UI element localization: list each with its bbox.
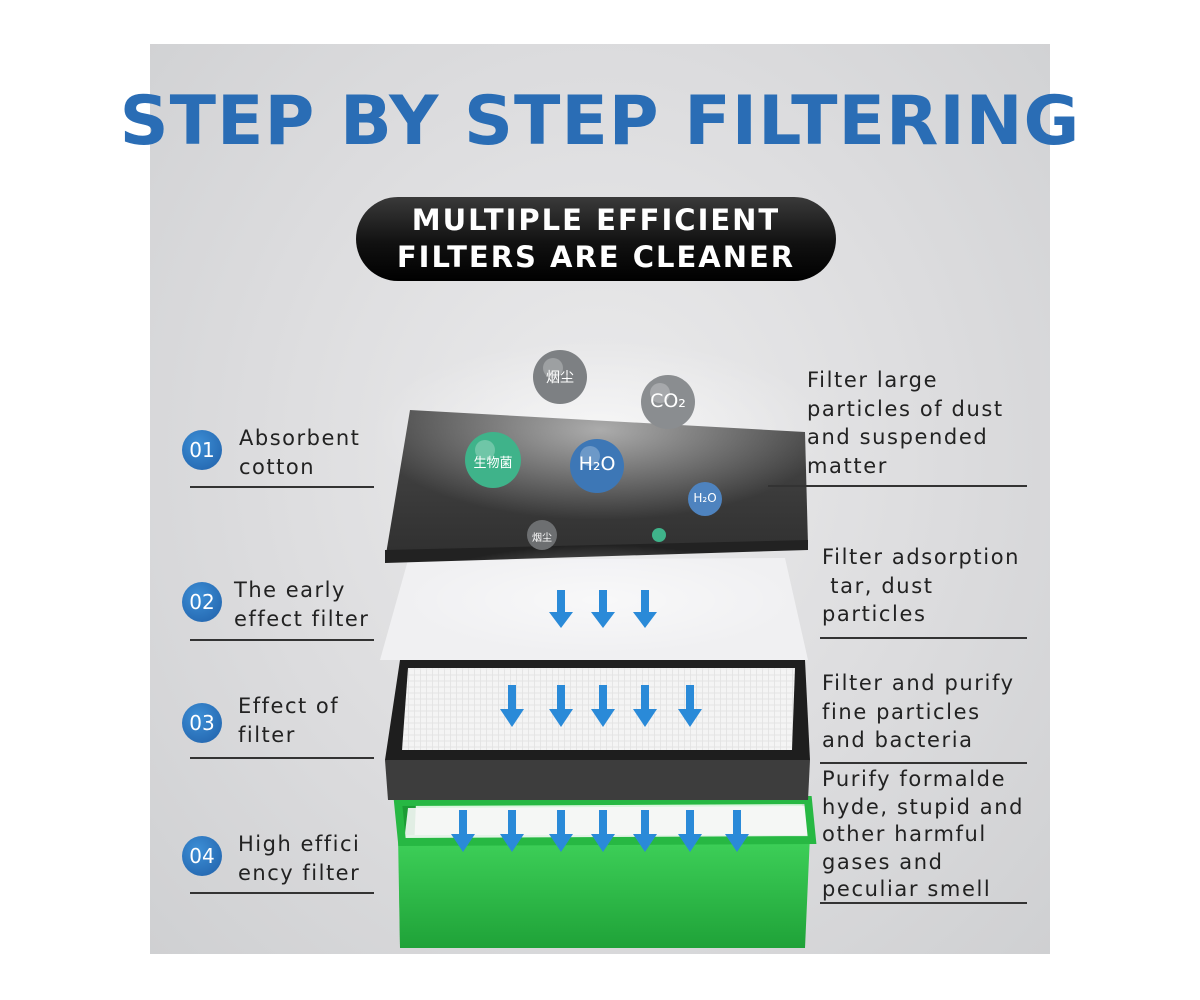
arrow-row-3: [500, 685, 702, 727]
layer-4-pointer-line: [820, 902, 1027, 904]
molecule-water-label: H₂O: [578, 453, 616, 475]
step-number-badge: 03: [182, 703, 222, 743]
layer-3-underline: [190, 757, 374, 759]
molecule-bacteria-label: 生物菌: [473, 456, 513, 471]
layer-3-pointer-line: [820, 762, 1027, 764]
layer-4-hepa-filter: [393, 795, 817, 948]
step-number-badge: 04: [182, 836, 222, 876]
layer-2-description: Filter adsorption tar, dust particles: [822, 545, 1021, 626]
airflow-arrows: [451, 590, 749, 852]
subtitle-badge: [356, 197, 836, 281]
page-title: STEP BY STEP FILTERING: [119, 82, 1081, 161]
molecule-smoke-label: 烟尘: [546, 370, 574, 386]
step-number-badge: 02: [182, 582, 222, 622]
molecule-co2-label: CO₂: [650, 390, 686, 412]
layer-2-pointer-line: [820, 637, 1027, 639]
molecule-smoke-small-label: 烟尘: [532, 533, 552, 544]
layer-2-underline: [190, 639, 374, 641]
arrow-row-4: [451, 810, 749, 852]
subtitle-line-1: MULTIPLE EFFICIENT: [411, 203, 781, 237]
step-number-badge: 01: [182, 430, 222, 470]
layer-1-pointer-line: [768, 485, 1027, 487]
molecule-water-small-label: H₂O: [693, 491, 717, 505]
subtitle-line-2: FILTERS ARE CLEANER: [396, 240, 796, 274]
layer-3-pleated-filter: [385, 660, 810, 800]
layer-4-underline: [190, 892, 374, 894]
pollutant-molecules: [465, 350, 722, 550]
arrow-row-2: [549, 590, 657, 628]
layer-1-underline: [190, 486, 374, 488]
